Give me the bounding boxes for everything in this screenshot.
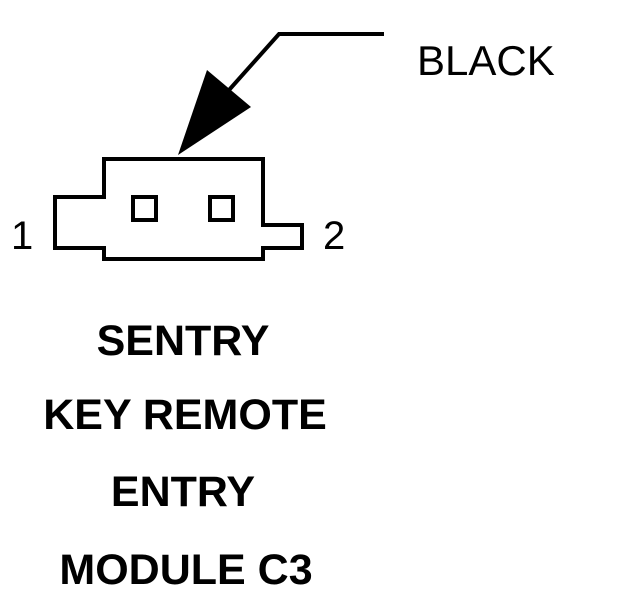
- connector-body: [53, 157, 304, 261]
- caption-line-2: KEY REMOTE: [43, 391, 327, 439]
- pin-1-label: 1: [11, 214, 33, 258]
- caption-line-3: ENTRY: [111, 468, 255, 516]
- pin-cavity-2: [208, 195, 235, 222]
- wire-color-label: BLACK: [417, 37, 555, 84]
- pin-2-label: 2: [323, 214, 345, 258]
- leader-arrowhead: [178, 70, 251, 155]
- leader-line: [219, 32, 384, 101]
- caption-line-1: SENTRY: [97, 317, 270, 365]
- caption-line-4: MODULE C3: [59, 546, 312, 594]
- pin-cavity-1: [131, 195, 158, 222]
